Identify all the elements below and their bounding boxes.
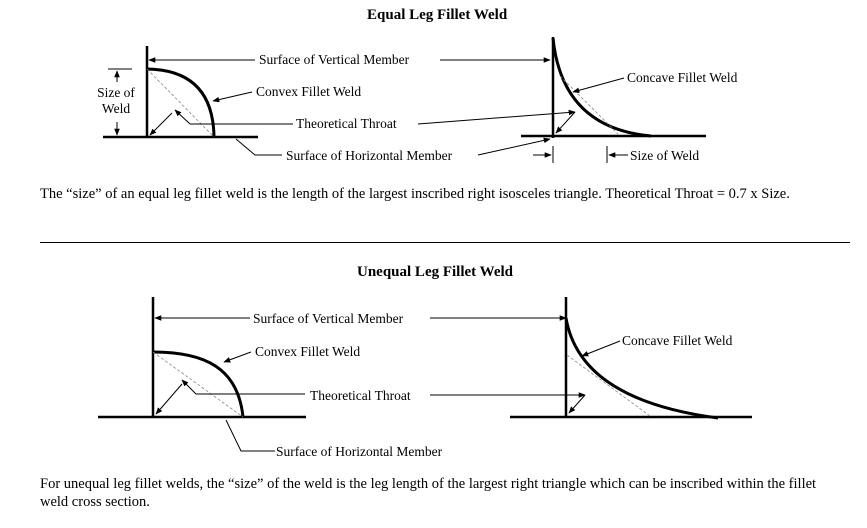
unequal-convex-weld-figure [98,297,567,452]
label-concave-unequal: Concave Fillet Weld [622,333,733,348]
throat-arrow-corner-right [555,111,576,134]
label-size-of-weld: Size of Weld [97,85,135,116]
horizontal-leader-left [235,138,282,156]
label-surface-vertical-unequal: Surface of Vertical Member [253,311,404,326]
label-surface-vertical-equal: Surface of Vertical Member [259,52,410,67]
concave-leader [572,77,625,94]
label-size-of-weld-right: Size of Weld [630,148,700,163]
label-surface-horizontal-equal: Surface of Horizontal Member [286,148,453,163]
label-convex-unequal: Convex Fillet Weld [255,344,361,359]
label-convex-equal: Convex Fillet Weld [256,84,362,99]
equal-concave-weld-figure [417,37,706,163]
equal-caption: The “size” of an equal leg fillet weld i… [40,186,790,202]
unequal-caption: For unequal leg fillet welds, the “size”… [40,476,817,510]
equal-convex-weld-figure [103,46,293,156]
equal-leg-title: Equal Leg Fillet Weld [367,7,508,23]
throat-arrow-corner [149,112,173,136]
unequal-convex-profile [152,350,245,418]
throat-leader-right [417,109,576,125]
concave-weld-profile [551,37,652,138]
unequal-concave-profile [564,317,719,420]
section-divider [40,242,850,243]
label-surface-horizontal-unequal: Surface of Horizontal Member [276,444,443,459]
label-throat-equal: Theoretical Throat [296,116,397,131]
horizontal-leader-right [477,137,551,156]
throat-arrow-left [174,109,191,125]
unequal-leg-title: Unequal Leg Fillet Weld [357,264,513,280]
label-concave-equal: Concave Fillet Weld [627,70,738,85]
convex-leader [212,91,253,103]
unequal-concave-weld-figure [430,297,752,420]
label-throat-unequal: Theoretical Throat [310,388,411,403]
inscribed-hypotenuse [146,68,215,138]
